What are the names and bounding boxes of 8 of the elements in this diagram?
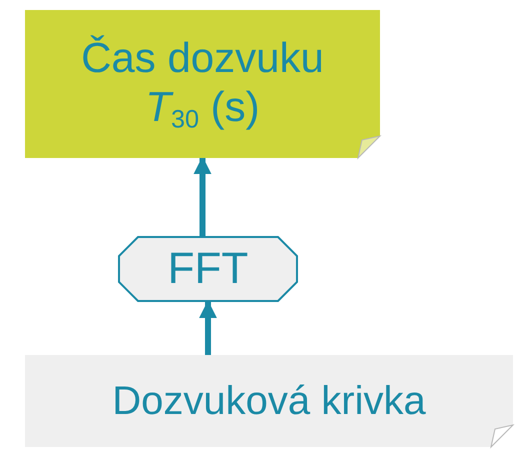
result-note [25, 10, 380, 158]
arrow [194, 156, 212, 236]
input-note [25, 355, 513, 447]
node-label: Čas dozvuku T$_{30}$ (s) [80, 34, 325, 134]
arrow [199, 300, 217, 355]
node-label: Dozvuková krivka [112, 378, 426, 424]
process-octagon [118, 236, 298, 302]
node-label: FFT [168, 244, 248, 294]
